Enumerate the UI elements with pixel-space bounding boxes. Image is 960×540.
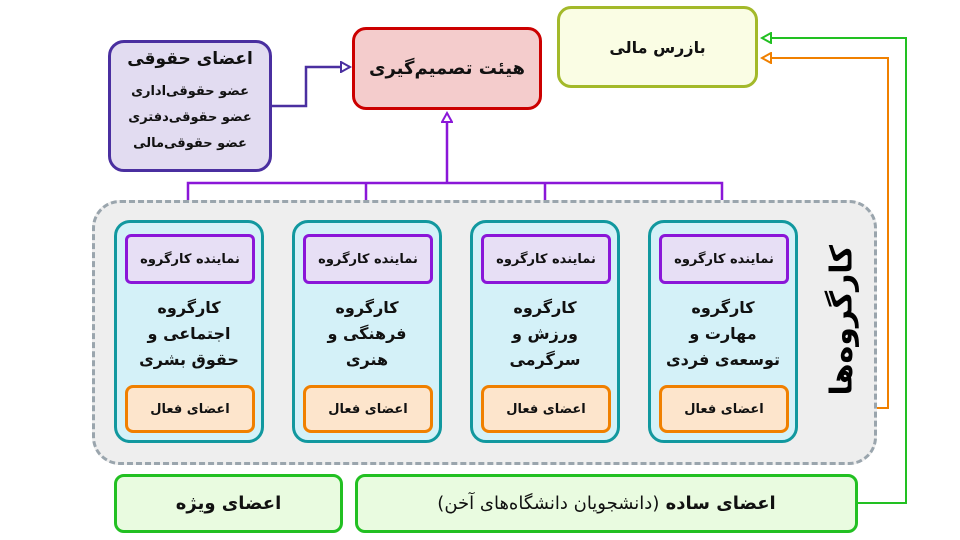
group-name-line: کارگروه: [157, 298, 221, 317]
active-members: اعضای فعال: [659, 385, 789, 433]
group-name: کارگروه مهارت و توسعه‌ی فردی: [651, 295, 795, 373]
simple-note: (دانشجویان دانشگاه‌های آخن): [437, 493, 660, 514]
workgroup-social: نماینده کارگروه کارگروه اجتماعی و حقوق بشر…: [114, 220, 264, 443]
group-representative: نماینده کارگروه: [303, 234, 433, 284]
legal-item: عضو حقوقی‌مالی: [133, 136, 247, 151]
special-title: اعضای ویژه: [175, 493, 282, 514]
simple-members-box: اعضای ساده (دانشجویان دانشگاه‌های آخن): [355, 474, 858, 533]
special-members-box: اعضای ویژه: [114, 474, 343, 533]
legal-item: عضو حقوقی‌اداری: [131, 84, 249, 99]
legal-item: عضو حقوقی‌دفتری: [128, 110, 252, 125]
simple-to-finance-line: [762, 38, 907, 504]
decision-title: هیئت تصمیم‌گیری: [368, 58, 526, 79]
finance-title: بازرس مالی: [609, 37, 706, 57]
legal-to-decision-line: [272, 67, 350, 108]
workgroup-culture: نماینده کارگروه کارگروه فرهنگی و هنری اعضا…: [292, 220, 442, 443]
group-name-line: حقوق بشری: [139, 350, 239, 369]
legal-title: اعضای حقوقی: [127, 49, 253, 69]
active-members: اعضای فعال: [125, 385, 255, 433]
simple-title: اعضای ساده: [665, 493, 776, 514]
group-name: کارگروه اجتماعی و حقوق بشری: [117, 295, 261, 373]
active-members: اعضای فعال: [303, 385, 433, 433]
workgroup-sports: نماینده کارگروه کارگروه ورزش و سرگرمی اعضا…: [470, 220, 620, 443]
group-name-line: سرگرمی: [509, 350, 581, 369]
group-name-line: توسعه‌ی فردی: [665, 350, 781, 369]
decision-board-box: هیئت تصمیم‌گیری: [352, 27, 542, 110]
group-name: کارگروه فرهنگی و هنری: [295, 295, 439, 373]
active-members: اعضای فعال: [481, 385, 611, 433]
group-name-line: کارگروه: [513, 298, 577, 317]
legal-members-box: اعضای حقوقی عضو حقوقی‌اداری عضو حقوقی‌دف…: [108, 40, 272, 172]
financial-inspector-box: بازرس مالی: [557, 6, 758, 88]
group-name-line: مهارت و: [689, 324, 757, 343]
group-representative: نماینده کارگروه: [125, 234, 255, 284]
group-name-line: کارگروه: [691, 298, 755, 317]
workgroup-skills: نماینده کارگروه کارگروه مهارت و توسعه‌ی فر…: [648, 220, 798, 443]
workgroups-title: کارگروه‌ها: [824, 245, 860, 396]
group-name-line: هنری: [345, 350, 389, 369]
group-representative: نماینده کارگروه: [481, 234, 611, 284]
group-name: کارگروه ورزش و سرگرمی: [473, 295, 617, 373]
group-representative: نماینده کارگروه: [659, 234, 789, 284]
group-name-line: فرهنگی و: [327, 324, 407, 343]
group-name-line: کارگروه: [335, 298, 399, 317]
group-name-line: اجتماعی و: [147, 324, 231, 343]
group-name-line: ورزش و: [512, 324, 578, 343]
